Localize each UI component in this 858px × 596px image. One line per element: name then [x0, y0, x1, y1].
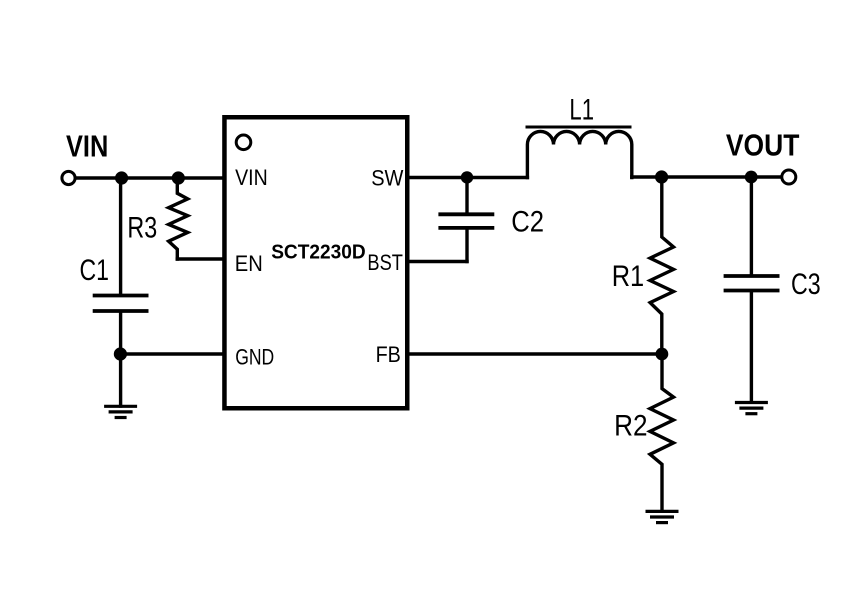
- svg-text:C1: C1: [80, 254, 110, 287]
- svg-text:VIN: VIN: [66, 129, 108, 164]
- svg-text:SW: SW: [371, 165, 403, 190]
- svg-text:FB: FB: [376, 342, 401, 367]
- svg-text:GND: GND: [235, 345, 274, 370]
- svg-text:R1: R1: [612, 260, 645, 293]
- svg-text:VIN: VIN: [235, 165, 268, 190]
- svg-text:BST: BST: [367, 250, 403, 275]
- svg-text:R3: R3: [127, 211, 157, 244]
- svg-text:R2: R2: [614, 410, 647, 443]
- svg-text:L1: L1: [569, 94, 594, 127]
- svg-text:C2: C2: [511, 206, 544, 239]
- svg-text:VOUT: VOUT: [726, 128, 800, 163]
- svg-text:EN: EN: [235, 251, 263, 276]
- svg-text:C3: C3: [791, 268, 821, 301]
- svg-text:SCT2230D: SCT2230D: [271, 242, 366, 264]
